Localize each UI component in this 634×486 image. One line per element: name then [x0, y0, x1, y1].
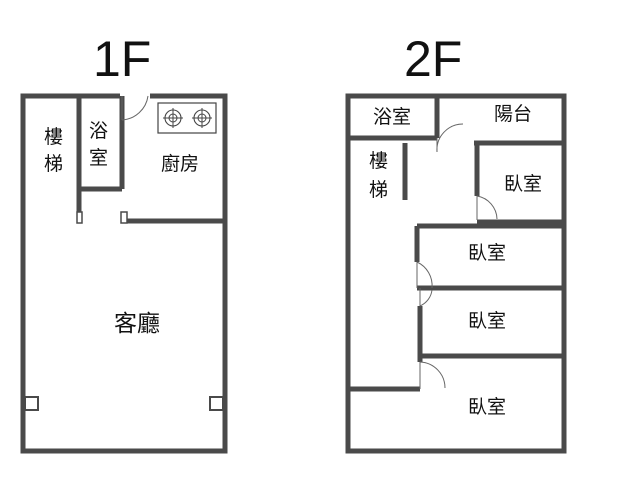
floor-1f-stairs-label: 樓	[44, 126, 63, 148]
floor-1f-column	[209, 396, 224, 411]
door-swing-icon	[121, 95, 149, 121]
floor-1f-stairs-label: 梯	[44, 153, 63, 175]
door-swing-icon	[436, 123, 464, 153]
door-swing-icon	[476, 195, 498, 220]
floor-1f-bath-label: 室	[89, 147, 108, 169]
floor-1f-wall-stub	[120, 211, 128, 224]
stove-burner-icon	[157, 102, 217, 134]
floor-1f-column	[24, 396, 39, 411]
floor-1f-bath-label: 浴	[89, 120, 108, 142]
floor-1f-title: 1F	[93, 31, 151, 87]
floor-2f-stairs-label: 樓	[369, 150, 388, 172]
floor-2f-bedroom-label: 臥室	[468, 396, 506, 418]
floor-2f: 2F	[345, 31, 567, 454]
floor-1f-outer-wall	[20, 93, 228, 454]
floor-1f-kitchen-label: 廚房	[161, 152, 199, 175]
floor-2f-bath-label: 浴室	[373, 106, 411, 128]
floor-1f-wall-stub	[76, 211, 83, 224]
floor-2f-bedroom-label: 臥室	[504, 173, 542, 195]
floor-2f-bedroom-label: 臥室	[468, 310, 506, 332]
door-swing-icon	[419, 288, 433, 307]
floor-1f: 1F 樓	[20, 31, 228, 454]
floor-2f-balcony-label: 陽台	[494, 103, 532, 125]
floor-2f-stairs-label: 梯	[369, 179, 388, 201]
floor-2f-title: 2F	[404, 31, 462, 87]
floor-2f-bedroom-label: 臥室	[468, 242, 506, 264]
door-swing-icon	[416, 261, 433, 289]
door-swing-icon	[419, 361, 446, 389]
floor-1f-living-label: 客廳	[114, 311, 160, 337]
floor-2f-outer-wall	[345, 93, 567, 454]
